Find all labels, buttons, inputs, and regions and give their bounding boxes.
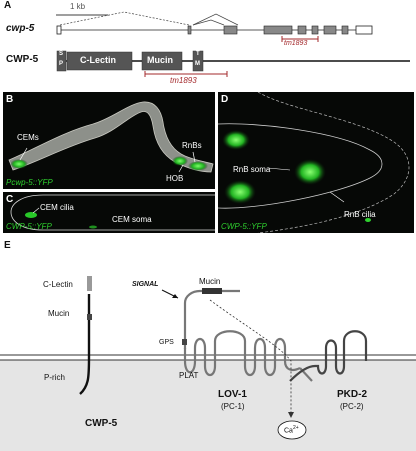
gps-block <box>182 339 187 345</box>
rnbs-signal <box>188 161 208 171</box>
calcium-flow-arrow <box>209 299 292 412</box>
protein-label: CWP-5 <box>6 54 39 65</box>
reporter-d: CWP-5::YFP <box>221 222 267 231</box>
splice-dashed-3 <box>192 19 225 26</box>
domain-clectin <box>66 51 133 71</box>
gps-label: GPS <box>159 339 174 346</box>
exon-9 <box>355 25 373 35</box>
pkd2-sub: (PC-2) <box>340 402 364 411</box>
head-outline-outer <box>257 92 410 233</box>
exon-1 <box>56 25 62 35</box>
exon-3 <box>223 25 238 35</box>
domain-sp <box>56 50 67 72</box>
panel-e-letter: E <box>4 240 11 251</box>
lov1-mucin-label: Mucin <box>199 277 221 286</box>
domain-tm <box>192 50 204 72</box>
label-cem-soma: CEM soma <box>112 215 152 224</box>
panel-d-image <box>218 92 414 233</box>
panel-d-letter: D <box>221 94 229 105</box>
panel-a-gene-structure <box>56 11 410 77</box>
mucin-domain-label: Mucin <box>147 55 173 65</box>
cem-cilia-signal <box>25 212 37 218</box>
rnb-cilia-signal <box>365 218 371 222</box>
lov1-sub: (PC-1) <box>221 402 245 411</box>
exon-5 <box>297 25 307 35</box>
tm-label-m: M <box>195 61 200 67</box>
allele-gene-label: tm1893 <box>284 40 308 47</box>
cwp5-clectin-block <box>87 276 92 291</box>
allele-protein-label: tm1893 <box>170 76 197 85</box>
lov1-extracellular <box>183 289 240 349</box>
label-rnbs: RnBs <box>182 141 202 150</box>
sp-label-p: P <box>59 61 64 67</box>
panel-b-letter: B <box>6 94 14 105</box>
lov1-mucin-block <box>202 288 222 294</box>
signal-label: SIGNAL <box>132 281 159 288</box>
splice-dashed-2 <box>192 13 239 26</box>
calcium-label: Ca2+ <box>284 425 299 434</box>
exon-6 <box>311 25 319 35</box>
cwp5-prich-tail <box>79 356 91 395</box>
cwp5-mucin-label: Mucin <box>48 309 70 318</box>
pkd2-tm-loops <box>289 330 368 382</box>
clectin-label: C-Lectin <box>80 55 116 65</box>
label-cems: CEMs <box>17 133 39 142</box>
calcium-charge: 2+ <box>292 425 299 431</box>
sp-label-s: S <box>59 51 64 57</box>
label-rnb-soma: RnB soma <box>233 165 271 174</box>
label-cem-cilia: CEM cilia <box>40 203 74 212</box>
reporter-c: CWP-5::YFP <box>6 222 52 231</box>
calcium-ion <box>277 420 307 440</box>
lov1-tm-loops <box>183 330 301 377</box>
label-hob: HOB <box>166 174 184 183</box>
panel-c-image <box>3 192 215 233</box>
panel-b-image <box>3 92 215 189</box>
domain-mucin <box>141 51 183 71</box>
worm-body <box>8 101 214 173</box>
gene-label: cwp-5 <box>6 23 35 34</box>
exon-2 <box>187 25 192 35</box>
exon-7 <box>323 25 337 35</box>
head-outline-inner <box>218 123 383 209</box>
cems-signal <box>10 159 28 169</box>
scale-label: 1 kb <box>70 2 86 11</box>
cwp5-name: CWP-5 <box>85 418 118 429</box>
cwp5-prich-label: P-rich <box>44 373 65 382</box>
rnb-soma-signal-2 <box>224 180 256 204</box>
label-rnb-cilia: RnB cilia <box>344 210 376 219</box>
rnb-soma-signal-1 <box>222 130 250 150</box>
panel-a-letter: A <box>4 0 12 11</box>
rnb-soma-signal-3 <box>294 159 326 185</box>
head-outline-c <box>10 194 215 231</box>
tm-label-t: T <box>196 51 200 57</box>
panel-e-model <box>0 276 416 451</box>
plat-label: PLAT <box>179 371 199 380</box>
panel-c-letter: C <box>6 194 14 205</box>
cwp5-clectin-label: C-Lectin <box>43 280 73 289</box>
cwp5-mucin-block <box>87 314 92 320</box>
exon-8 <box>341 25 349 35</box>
reporter-b: Pcwp-5::YFP <box>6 178 53 187</box>
calcium-symbol: Ca <box>284 427 293 435</box>
hob-signal <box>172 156 188 166</box>
pkd2-name: PKD-2 <box>337 389 368 400</box>
splice-dashed-1 <box>59 11 190 26</box>
lov1-name: LOV-1 <box>218 389 247 400</box>
exon-4 <box>263 25 293 35</box>
